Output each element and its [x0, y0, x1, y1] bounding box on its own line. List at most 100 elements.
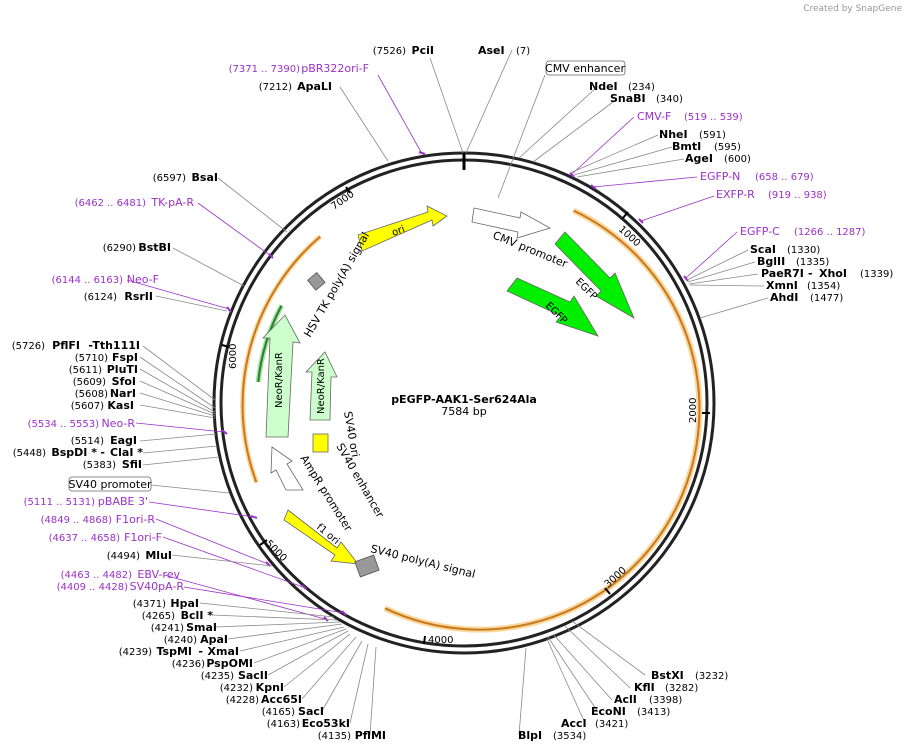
site-bstbi[interactable]: BstBI — [138, 241, 171, 254]
site-blpi[interactable]: BlpI — [518, 729, 542, 742]
site-pspomi[interactable]: PspOMI — [206, 657, 253, 670]
primer-egfp-n[interactable]: EGFP-N — [700, 170, 740, 183]
feature-neokan-outer[interactable] — [262, 314, 301, 438]
primer-cmv-f[interactable]: CMV-F — [637, 110, 671, 123]
site-acli[interactable]: AclI — [614, 693, 637, 706]
primer-neo-r[interactable]: Neo-R — [101, 417, 135, 430]
feature-sv40-ori[interactable] — [312, 433, 329, 453]
primer-f1ori-r-range: (4849 .. 4868) — [41, 515, 113, 526]
site-pflmi-pos: (4135) — [318, 731, 351, 742]
site-snabi[interactable]: SnaBI — [610, 92, 646, 105]
site-nhei[interactable]: NheI — [659, 128, 688, 141]
site-bspdi[interactable]: BspDI * — [51, 446, 97, 459]
site-blpi-pos: (3534) — [553, 731, 586, 742]
site-apai-pos: (4240) — [164, 635, 197, 646]
plasmid-size: 7584 bp — [441, 405, 486, 418]
cmv-enhancer-box[interactable] — [545, 60, 626, 76]
sites-right: AseI (7) NdeI (234) SnaBI (340) NheI (59… — [478, 44, 893, 742]
site-pcii[interactable]: PciI — [412, 44, 434, 57]
tick-5000: 5000 — [263, 538, 289, 564]
feature-f1-ori[interactable] — [283, 509, 359, 565]
site-bglii[interactable]: BglII — [757, 255, 785, 268]
site-pflfi[interactable]: PflFI — [52, 339, 80, 352]
site-sacii[interactable]: SacII — [238, 669, 268, 682]
site-tspmi[interactable]: TspMI — [156, 645, 192, 658]
primer-exfp-r[interactable]: EXFP-R — [716, 188, 755, 201]
feature-neokan-inner-label: NeoR/KanR — [316, 358, 327, 414]
site-asei[interactable]: AseI — [478, 44, 505, 57]
primer-f1ori-r[interactable]: F1ori-R — [116, 513, 156, 526]
site-kasi[interactable]: KasI — [107, 399, 134, 412]
site-ndei[interactable]: NdeI — [589, 80, 618, 93]
primer-neo-f[interactable]: Neo-F — [127, 273, 159, 286]
sv40-promoter-label: SV40 promoter — [68, 478, 152, 491]
feature-ori[interactable] — [357, 205, 448, 252]
site-xhoi[interactable]: XhoI — [819, 267, 847, 280]
site-scai[interactable]: ScaI — [750, 243, 776, 256]
feature-egfp-outer[interactable] — [554, 231, 635, 319]
primer-f1ori-f-range: (4637 .. 4658) — [49, 533, 121, 544]
site-econi[interactable]: EcoNI — [591, 705, 626, 718]
site-acci[interactable]: AccI — [561, 717, 587, 730]
primer-tk-pa-r[interactable]: TK-pA-R — [150, 196, 194, 209]
site-mlui[interactable]: MluI — [145, 549, 172, 562]
site-paer7i[interactable]: PaeR7I — [761, 267, 804, 280]
site-apai[interactable]: ApaI — [200, 633, 228, 646]
svg-text:-: - — [100, 446, 105, 459]
site-bmti[interactable]: BmtI — [672, 140, 701, 153]
primer-sv40pa-r-range: (4409 .. 4428) — [57, 582, 129, 593]
site-ahdi[interactable]: AhdI — [770, 291, 798, 304]
svg-text:-: - — [808, 267, 813, 280]
site-kpni[interactable]: KpnI — [256, 681, 284, 694]
tick-4000: 4000 — [428, 635, 453, 646]
primer-pbabe-3[interactable]: pBABE 3' — [98, 495, 148, 508]
feature-egfp-inner[interactable] — [506, 277, 599, 337]
primer-sv40pa-r[interactable]: SV40pA-R — [130, 580, 185, 593]
site-apali[interactable]: ApaLI — [297, 80, 332, 93]
site-clai[interactable]: ClaI * — [110, 446, 143, 459]
site-bstxi[interactable]: BstXI — [651, 669, 684, 682]
site-sfii[interactable]: SfiI — [122, 458, 142, 471]
feature-sv40-polya[interactable] — [354, 554, 380, 578]
feature-neokan-inner[interactable] — [305, 351, 338, 421]
site-bspdi-pos: (5448) — [13, 448, 46, 459]
site-smai[interactable]: SmaI — [186, 621, 217, 634]
feature-cmv-promoter[interactable] — [471, 207, 552, 239]
lead-lines — [126, 49, 769, 736]
feature-ampr-promoter[interactable] — [270, 446, 304, 491]
site-bcli-pos: (4265) — [142, 611, 175, 622]
orf-left-inner — [257, 305, 283, 383]
site-rsrii[interactable]: RsrII — [124, 290, 153, 303]
site-fspi-pos: (5710) — [75, 353, 108, 364]
site-bcli[interactable]: BclI * — [181, 609, 214, 622]
site-kfli[interactable]: KflI — [634, 681, 655, 694]
feature-sv40-polya-label: SV40 poly(A) signal — [369, 542, 476, 581]
site-xmai[interactable]: XmaI — [208, 645, 239, 658]
site-pflmi[interactable]: PflMI — [355, 729, 386, 742]
site-tth111i[interactable]: Tth111I — [92, 339, 140, 352]
site-bsai[interactable]: BsaI — [192, 171, 218, 184]
site-kpni-pos: (4232) — [220, 683, 253, 694]
site-paer7i-pos: (1339) — [860, 269, 893, 280]
orf-left-outer — [241, 235, 321, 483]
site-sfoi[interactable]: SfoI — [112, 375, 136, 388]
feature-neokan-outer-label: NeoR/KanR — [274, 352, 285, 408]
site-eagi[interactable]: EagI — [110, 434, 137, 447]
primer-egfp-c[interactable]: EGFP-C — [740, 225, 780, 238]
site-pluti[interactable]: PluTI — [107, 363, 138, 376]
site-hpai[interactable]: HpaI — [170, 597, 199, 610]
site-eco53ki[interactable]: Eco53kI — [302, 717, 350, 730]
site-agei[interactable]: AgeI — [685, 152, 713, 165]
primer-ebv-rev[interactable]: EBV-rev — [137, 568, 180, 581]
site-xmni[interactable]: XmnI — [766, 279, 798, 292]
site-acc65i[interactable]: Acc65I — [261, 693, 302, 706]
site-smai-pos: (4241) — [151, 623, 184, 634]
primer-pbr322ori-f[interactable]: pBR322ori-F — [301, 62, 369, 75]
site-nari[interactable]: NarI — [110, 387, 136, 400]
site-fspi[interactable]: FspI — [112, 351, 138, 364]
sv40-promoter-box[interactable] — [68, 476, 152, 492]
feature-hsv-tk-polya[interactable] — [306, 271, 326, 291]
site-saci[interactable]: SacI — [298, 705, 324, 718]
primer-f1ori-f[interactable]: F1ori-F — [124, 531, 162, 544]
